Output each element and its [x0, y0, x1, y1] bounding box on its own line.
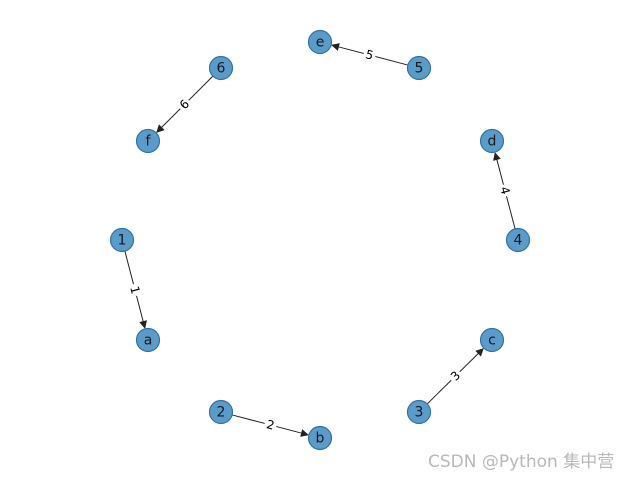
node-a: a	[135, 327, 161, 353]
edge-label-group-2: 2	[262, 415, 279, 435]
node-d: d	[479, 128, 505, 154]
node-label: 5	[415, 61, 424, 77]
node-label: c	[488, 333, 496, 349]
node-circle	[406, 399, 432, 425]
edge-label-background	[495, 182, 515, 199]
node-label: 3	[415, 405, 424, 421]
node-label: b	[316, 431, 325, 447]
node-c: c	[479, 327, 505, 353]
node-5: 5	[406, 55, 432, 81]
node-circle	[109, 227, 135, 253]
node-circle	[479, 327, 505, 353]
node-circle	[307, 425, 333, 451]
node-circle	[307, 29, 333, 55]
node-6: 6	[208, 55, 234, 81]
node-label: 2	[217, 405, 226, 421]
edge-label-group-1: 1	[125, 282, 145, 298]
node-circle	[505, 227, 531, 253]
edge-label-background	[262, 415, 279, 435]
node-circle	[208, 399, 234, 425]
node-e: e	[307, 29, 333, 55]
node-b: b	[307, 425, 333, 451]
node-2: 2	[208, 399, 234, 425]
edge-label: 2	[265, 417, 276, 432]
watermark-text: CSDN @Python 集中营	[428, 452, 615, 472]
node-f: f	[135, 128, 161, 154]
node-1: 1	[109, 227, 135, 253]
node-circle	[406, 55, 432, 81]
edge-label: 5	[364, 47, 375, 62]
edge-label-group-5: 5	[361, 45, 378, 65]
edge-label: 1	[127, 285, 142, 296]
edge-label-group-3: 3	[445, 366, 466, 386]
edge-label-group-4: 4	[495, 182, 515, 199]
node-3: 3	[406, 399, 432, 425]
node-label: d	[488, 134, 497, 150]
node-label: 6	[217, 61, 226, 77]
edge-label-background	[361, 45, 378, 65]
node-label: 1	[118, 233, 127, 249]
edge-label-background	[445, 366, 466, 386]
edge-label-background	[174, 94, 195, 115]
node-label: a	[144, 333, 153, 349]
node-circle	[208, 55, 234, 81]
node-circle	[135, 128, 161, 154]
node-4: 4	[505, 227, 531, 253]
node-circle	[135, 327, 161, 353]
node-label: e	[316, 35, 325, 51]
edge-label-group-6: 6	[174, 94, 195, 115]
node-label: 4	[514, 233, 523, 249]
node-circle	[479, 128, 505, 154]
edge-label: 4	[497, 185, 512, 196]
edge-label-background	[125, 282, 145, 298]
node-label: f	[146, 134, 152, 150]
